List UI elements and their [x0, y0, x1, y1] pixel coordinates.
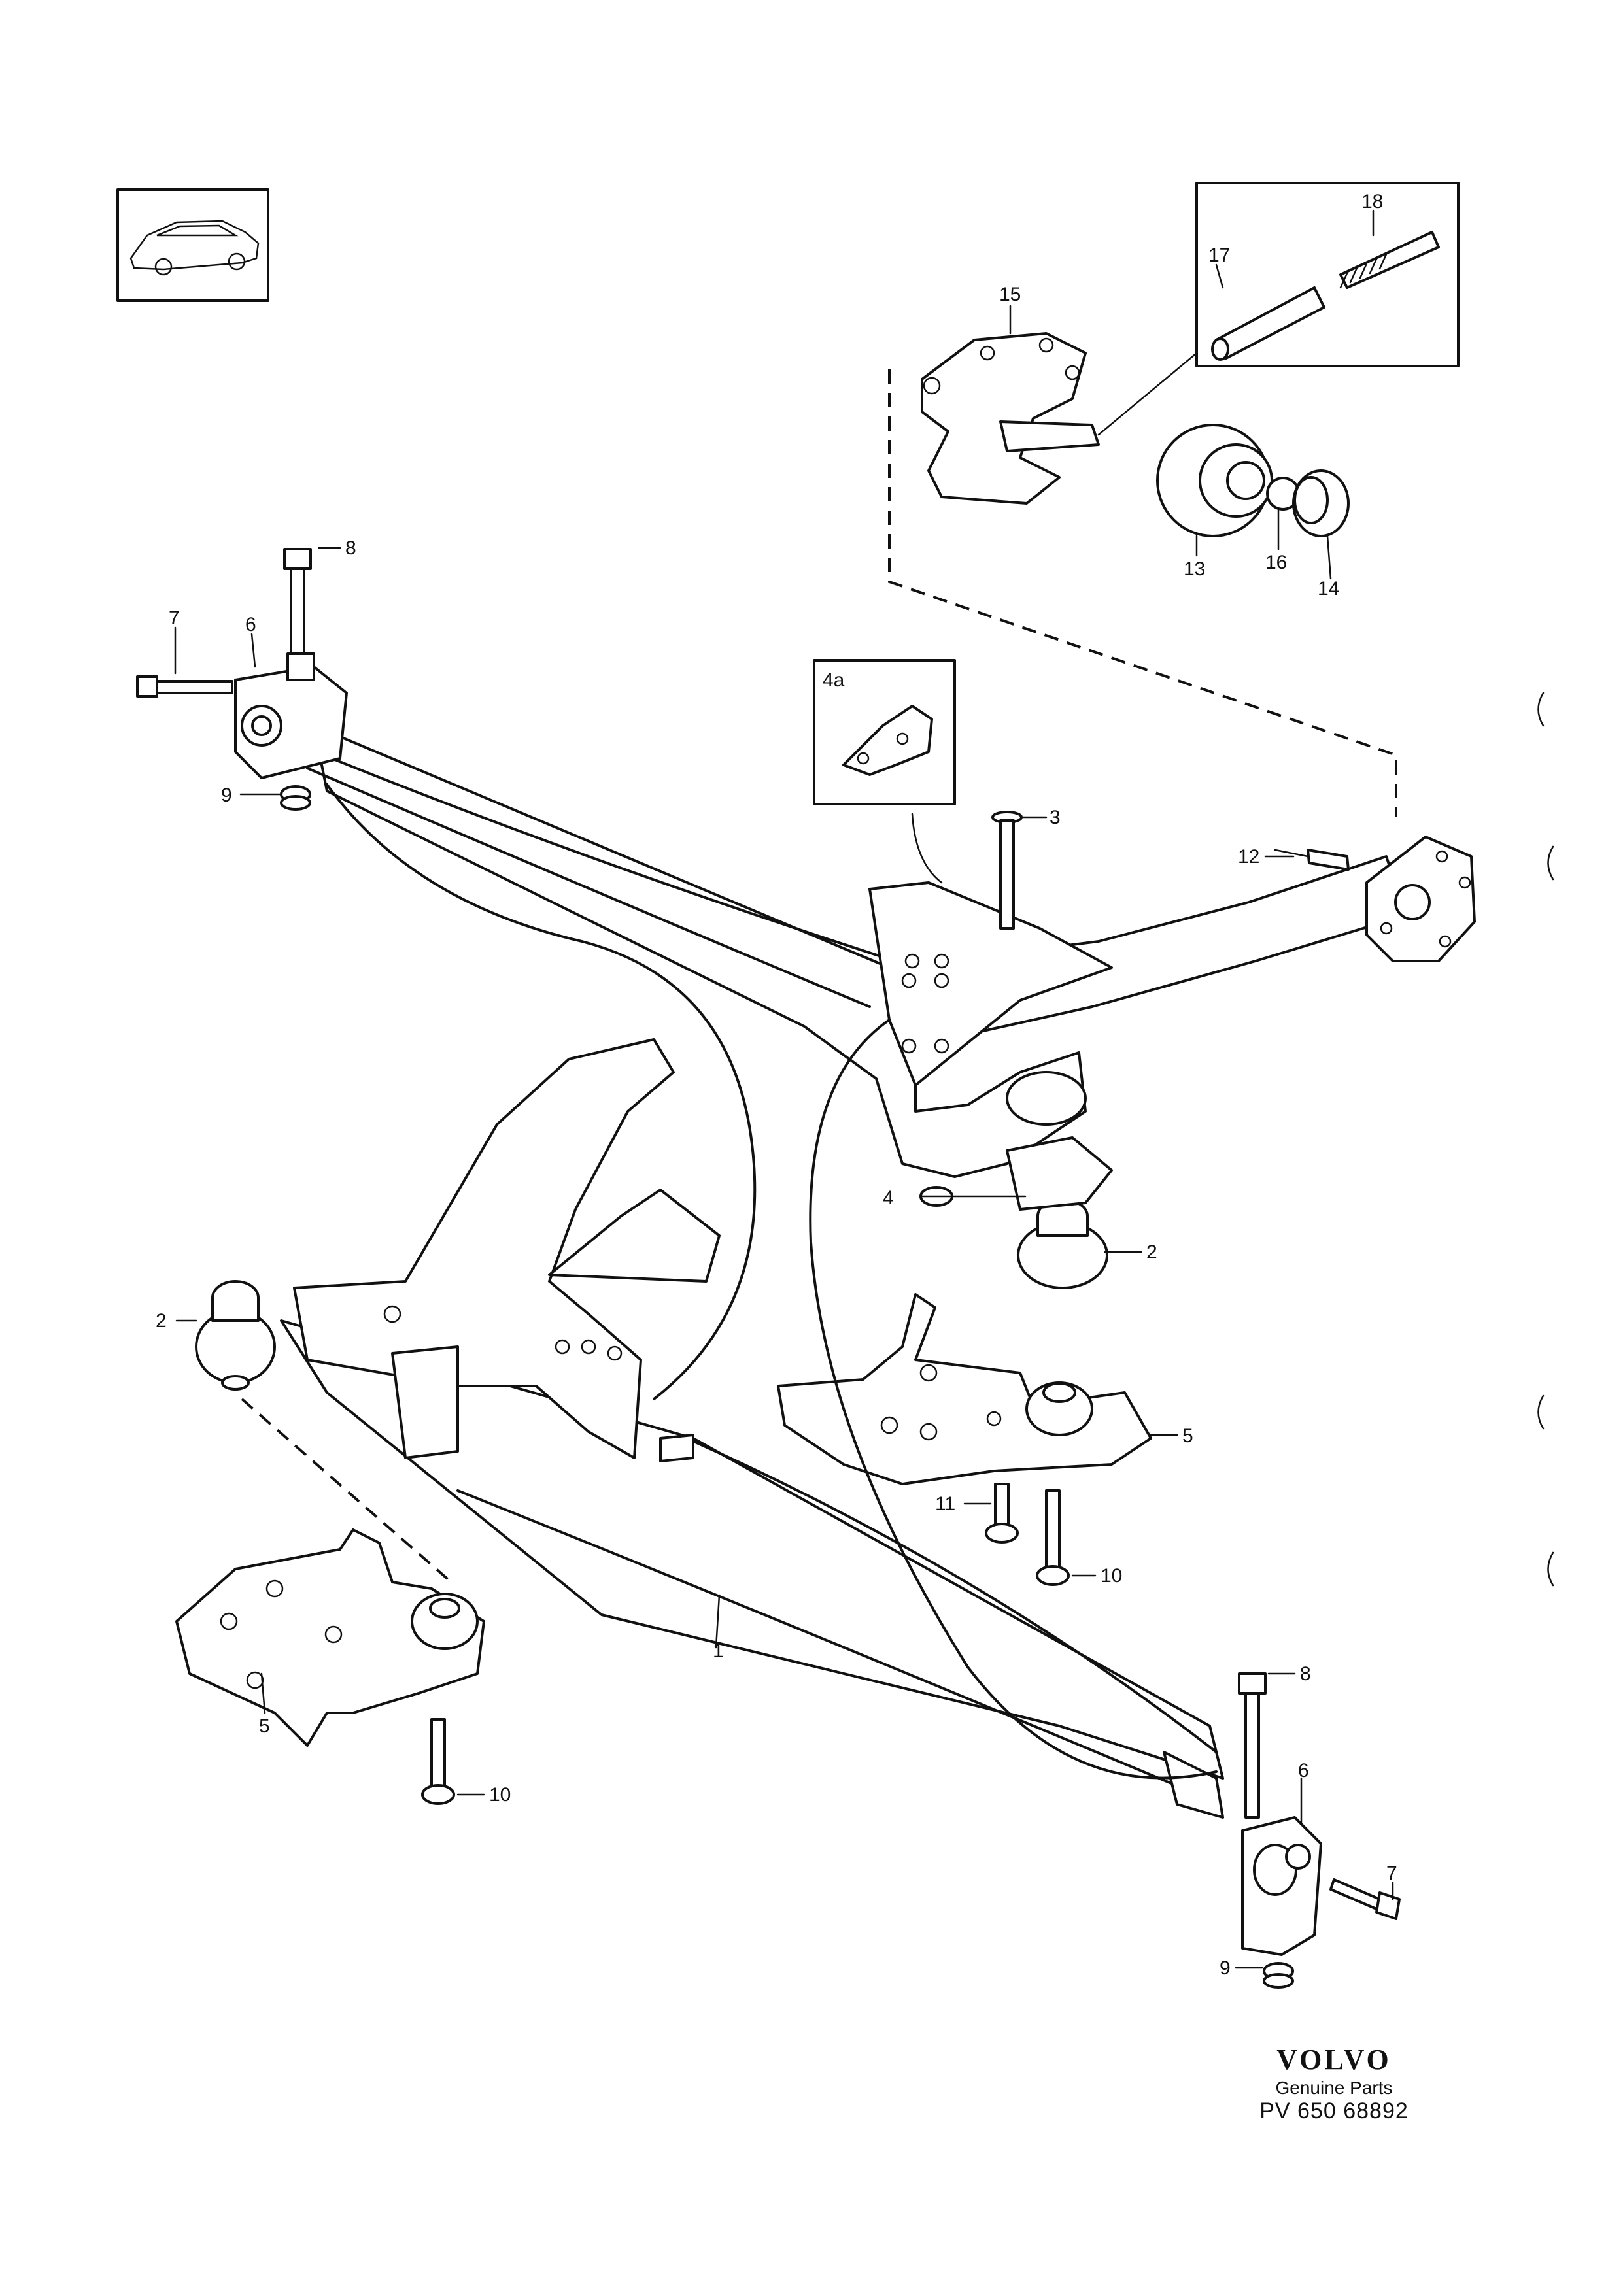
trailing-arm-right — [868, 881, 1113, 1087]
bushing-bracket-right — [1238, 1672, 1401, 1989]
pin-part-18 — [1339, 231, 1440, 289]
stub-axle-part-15 — [921, 332, 1100, 505]
vehicle-thumbnail — [116, 188, 269, 302]
bushing-bracket-left — [136, 548, 348, 811]
callout-18: 18 — [1361, 191, 1383, 212]
brand-logo: VOLVO — [1276, 2044, 1392, 2076]
callout-16: 16 — [1265, 552, 1287, 573]
bushing-part-2-right — [1006, 1071, 1113, 1289]
brand-block: VOLVO Genuine Parts PV 650 68892 — [1236, 2043, 1432, 2124]
callout-7-right: 7 — [1386, 1863, 1397, 1884]
bolt-part-3 — [991, 811, 1023, 930]
callout-4: 4 — [883, 1187, 894, 1209]
callout-10-left: 10 — [489, 1784, 511, 1806]
callout-10-right: 10 — [1101, 1565, 1122, 1587]
wheel-hub-part-13 — [1156, 424, 1273, 537]
part-code: PV 650 68892 — [1259, 2099, 1409, 2123]
callout-17: 17 — [1208, 245, 1230, 266]
sleeve-part-17 — [1211, 286, 1325, 361]
callout-8-left: 8 — [345, 537, 356, 559]
callout-8-right: 8 — [1300, 1663, 1311, 1685]
hub-cap-part-14 — [1292, 469, 1350, 537]
trailing-arm-left — [293, 1038, 721, 1462]
bolt-part-10-right — [1036, 1489, 1070, 1586]
bushing-part-2-left — [195, 1280, 276, 1391]
callout-1: 1 — [713, 1640, 724, 1662]
callout-3: 3 — [1050, 807, 1061, 828]
callout-12: 12 — [1238, 846, 1259, 868]
callout-labels: 1 2 2 3 4 4a 5 5 6 6 7 7 8 8 9 9 10 10 1… — [156, 191, 1397, 1979]
axle-beam-part-1 — [280, 724, 1407, 1819]
callout-6-right: 6 — [1298, 1760, 1309, 1781]
callout-9-right: 9 — [1220, 1957, 1231, 1979]
callout-15: 15 — [999, 284, 1021, 305]
callout-13: 13 — [1184, 558, 1205, 580]
callout-6-left: 6 — [245, 614, 256, 635]
callout-11: 11 — [935, 1493, 955, 1515]
bolt-part-11 — [985, 1483, 1019, 1544]
assembly-arrow-2 — [809, 1019, 1218, 1780]
mounting-bracket-part-5-left — [175, 1528, 485, 1747]
bracket-inset-part-4a — [813, 659, 956, 884]
leader-lines — [174, 209, 1394, 1969]
margin-marks — [1537, 692, 1554, 1587]
hub-detail-inset — [888, 182, 1460, 817]
callout-5-left: 5 — [259, 1715, 270, 1737]
callout-4a: 4a — [823, 669, 845, 691]
callout-2-right: 2 — [1146, 1241, 1157, 1263]
callout-7-left: 7 — [169, 607, 180, 629]
assembly-arrow-1 — [326, 783, 757, 1400]
callout-5-right: 5 — [1182, 1425, 1193, 1447]
bolt-part-10-left — [421, 1718, 455, 1805]
callout-9-left: 9 — [221, 785, 232, 806]
callout-14: 14 — [1318, 578, 1339, 599]
callout-2-left: 2 — [156, 1310, 167, 1332]
mounting-bracket-part-5-right — [777, 1293, 1152, 1485]
brand-subtitle: Genuine Parts — [1275, 2078, 1393, 2098]
spindle-plate-right — [1274, 836, 1476, 962]
